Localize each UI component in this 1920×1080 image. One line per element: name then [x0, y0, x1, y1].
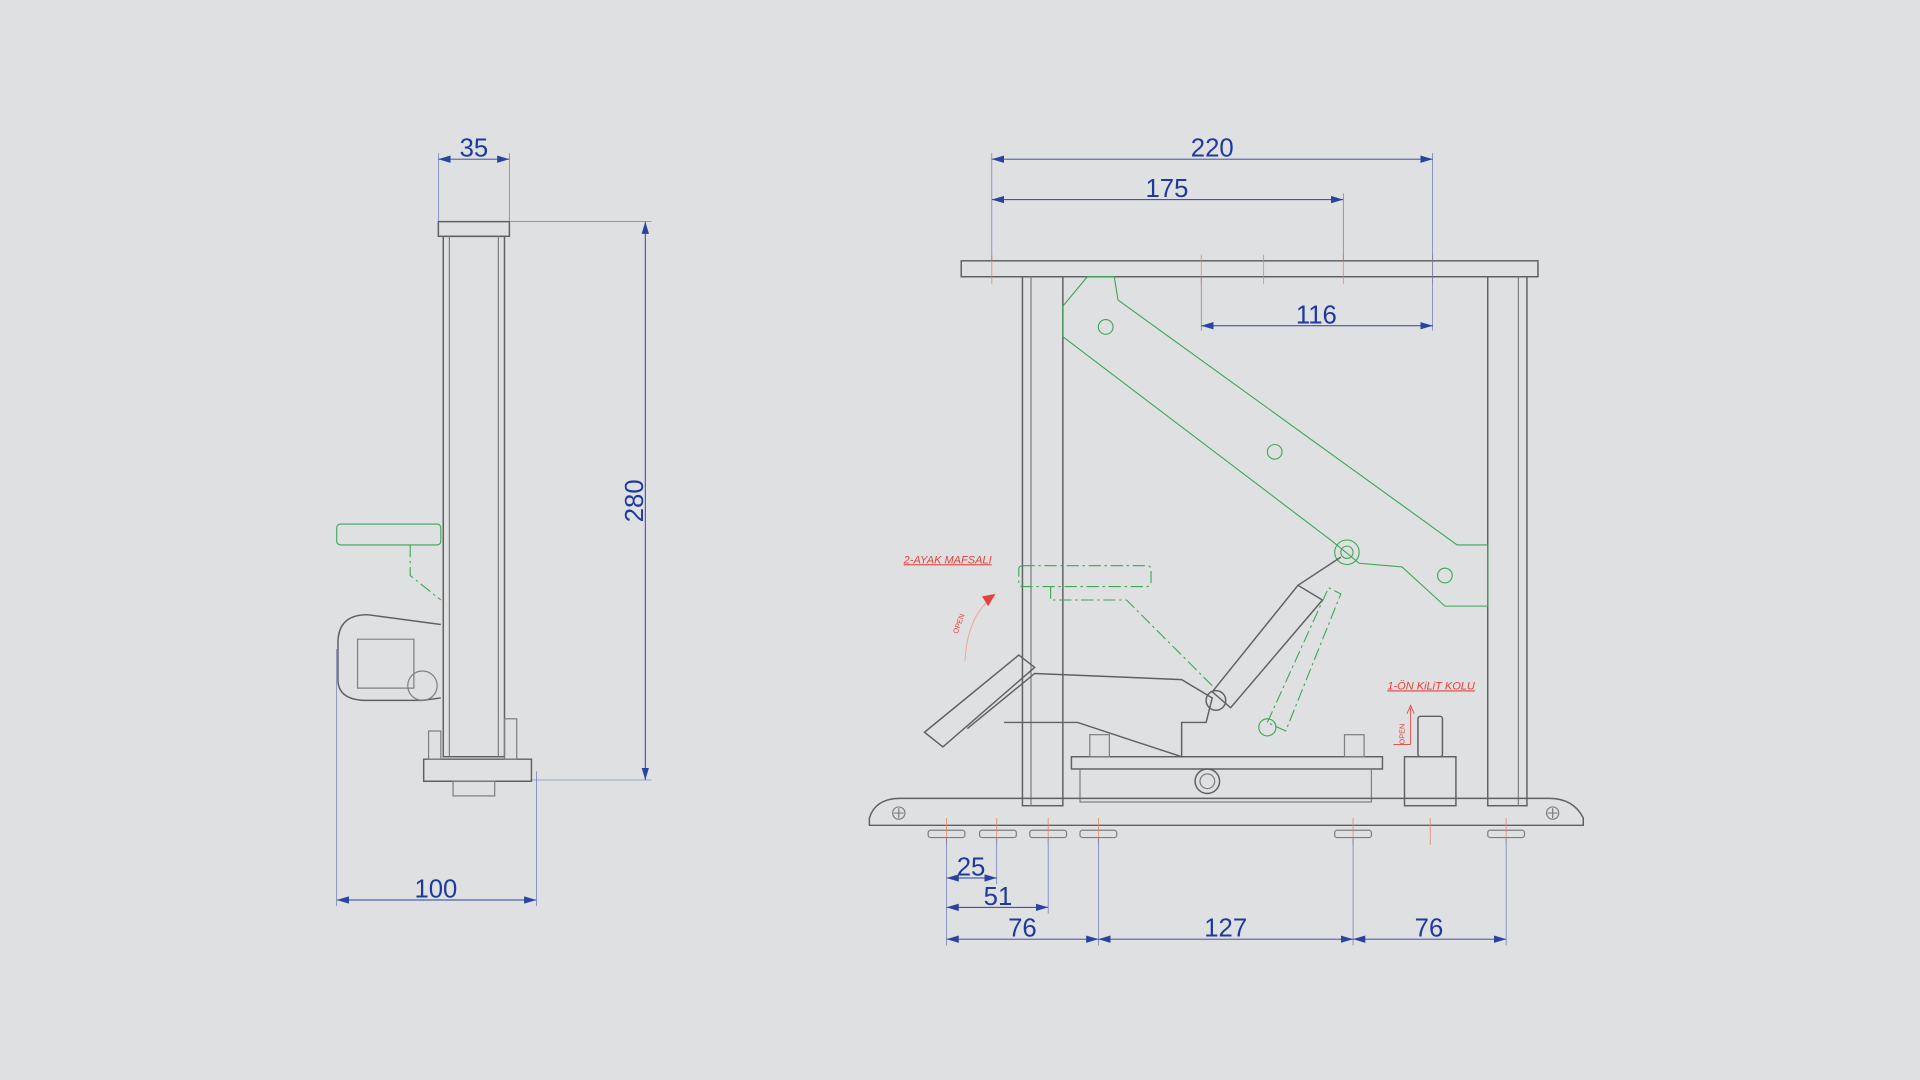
front-view — [868, 254, 1584, 845]
annotations: 2-AYAK MAFSALI OPEN 1-ÖN KiLiT KOLU OPEN — [903, 554, 1476, 745]
dim-76-left: 76 — [1008, 915, 1037, 943]
label-leg-joint: 2-AYAK MAFSALI — [903, 554, 992, 566]
dim-127: 127 — [1204, 915, 1247, 943]
dim-100: 100 — [414, 876, 457, 904]
dim-116: 116 — [1296, 301, 1337, 329]
label-open-left: OPEN — [951, 612, 967, 635]
open-arrow-icon — [982, 593, 996, 607]
dim-35: 35 — [460, 135, 489, 163]
dim-25: 25 — [957, 854, 986, 882]
front-dimensions: 220 175 116 25 51 76 127 76 — [946, 135, 1507, 946]
dim-51: 51 — [984, 883, 1013, 911]
label-open-right: OPEN — [1397, 724, 1406, 745]
feet — [927, 829, 1526, 839]
open-up-arrow-icon — [1393, 704, 1415, 745]
side-dimensions: 35 280 100 — [336, 135, 652, 907]
dim-76-right: 76 — [1415, 915, 1444, 943]
label-front-lock: 1-ÖN KiLiT KOLU — [1387, 680, 1476, 692]
side-view — [336, 220, 533, 797]
dim-220: 220 — [1191, 135, 1234, 163]
dim-280: 280 — [621, 479, 649, 522]
dim-175: 175 — [1145, 175, 1188, 203]
